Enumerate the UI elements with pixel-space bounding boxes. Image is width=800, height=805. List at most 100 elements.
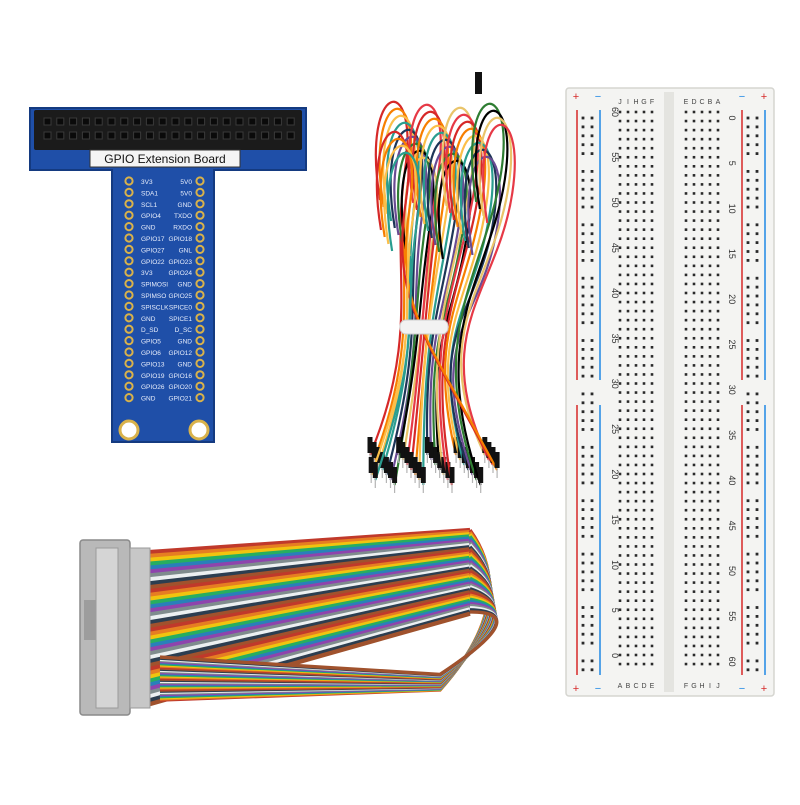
gpio-pin-hole — [195, 244, 205, 254]
rail-hole — [746, 232, 750, 236]
strip-hole — [708, 508, 712, 512]
ribbon-wire — [149, 590, 471, 668]
strip-hole — [684, 427, 688, 431]
rail-hole — [746, 312, 750, 316]
strip-hole — [708, 599, 712, 602]
rail-hole — [755, 454, 759, 458]
strip-hole — [650, 165, 654, 168]
row-number: 45 — [727, 521, 737, 531]
header-pin — [248, 131, 257, 140]
strip-hole — [700, 563, 704, 566]
rail-hole — [755, 294, 759, 298]
strip-hole — [716, 463, 720, 467]
strip-hole — [650, 327, 654, 331]
ribbon-wire — [149, 532, 471, 562]
ribbon-wire — [149, 562, 471, 617]
strip-hole — [700, 174, 704, 177]
strip-hole — [700, 128, 704, 132]
strip-hole — [618, 237, 622, 240]
strip-hole — [708, 318, 712, 322]
header-pin — [94, 117, 103, 126]
rail-hole — [581, 463, 585, 467]
strip-hole — [716, 346, 720, 349]
strip-hole — [642, 653, 646, 657]
rail-hole — [755, 428, 759, 431]
row-number: 55 — [610, 152, 620, 162]
strip-hole — [700, 346, 704, 349]
gpio-pin-hole — [124, 222, 134, 232]
strip-hole — [626, 246, 630, 250]
header-pin — [235, 131, 244, 140]
strip-hole — [708, 481, 712, 485]
strip-hole — [716, 418, 720, 421]
jumper-housing — [404, 447, 410, 463]
strip-hole — [708, 273, 712, 277]
column-letter: G — [691, 683, 696, 690]
strip-hole — [618, 382, 622, 385]
strip-hole — [684, 192, 688, 195]
strip-hole — [684, 545, 688, 548]
rail-hole — [590, 659, 594, 663]
rail-hole — [755, 401, 759, 405]
strip-hole — [634, 599, 638, 602]
strip-hole — [700, 418, 704, 421]
strip-hole — [618, 155, 622, 159]
rail-hole — [581, 365, 585, 369]
rail-hole — [755, 232, 759, 236]
gpio-extension-board: GPIO Extension Board 3V3SDA1SCL1GPIO4GND… — [29, 107, 307, 443]
strip-hole — [650, 146, 654, 150]
strip-hole — [692, 472, 696, 476]
strip-hole — [634, 255, 638, 259]
strip-hole — [642, 355, 646, 358]
strip-hole — [618, 400, 622, 403]
strip-hole — [716, 653, 720, 657]
strip-hole — [618, 355, 622, 358]
strip-hole — [626, 527, 630, 530]
gpio-right-pin-label: GPIO25 — [169, 293, 193, 300]
rail-hole — [581, 579, 585, 583]
column-letter: I — [627, 99, 629, 106]
gpio-right-pin-label: GND — [178, 202, 193, 209]
strip-hole — [700, 119, 704, 123]
strip-hole — [700, 536, 704, 539]
gpio-right-pin-label: D_SC — [175, 327, 193, 334]
rail-hole — [581, 205, 585, 209]
column-letter: G — [641, 99, 646, 106]
strip-hole — [716, 563, 720, 566]
strip-hole — [618, 481, 622, 485]
strip-hole — [642, 563, 646, 566]
strip-hole — [716, 626, 720, 630]
rail-hole — [746, 615, 750, 618]
strip-hole — [708, 554, 712, 557]
gpio-pin-hole — [124, 393, 134, 403]
strip-hole — [634, 174, 638, 177]
strip-hole — [618, 165, 622, 168]
strip-hole — [618, 545, 622, 548]
rail-hole — [581, 606, 585, 609]
strip-hole — [650, 572, 654, 575]
strip-hole — [634, 436, 638, 440]
strip-hole — [626, 291, 630, 295]
rail-hole — [581, 454, 585, 458]
strip-hole — [650, 219, 654, 222]
rail-hole — [590, 588, 594, 592]
strip-hole — [716, 472, 720, 476]
header-pin — [222, 117, 231, 126]
row-number: 10 — [727, 204, 737, 214]
header-pin — [197, 117, 206, 126]
strip-hole — [700, 572, 704, 575]
strip-hole — [642, 617, 646, 621]
strip-hole — [716, 436, 720, 440]
strip-hole — [642, 463, 646, 467]
strip-hole — [634, 508, 638, 512]
strip-hole — [716, 481, 720, 485]
rail-hole — [581, 356, 585, 360]
strip-hole — [626, 273, 630, 277]
header-pin — [107, 131, 116, 140]
strip-hole — [618, 436, 622, 440]
strip-hole — [618, 490, 622, 494]
strip-hole — [618, 264, 622, 268]
rail-hole — [590, 374, 594, 378]
strip-hole — [618, 590, 622, 593]
rail-hole — [581, 170, 585, 173]
